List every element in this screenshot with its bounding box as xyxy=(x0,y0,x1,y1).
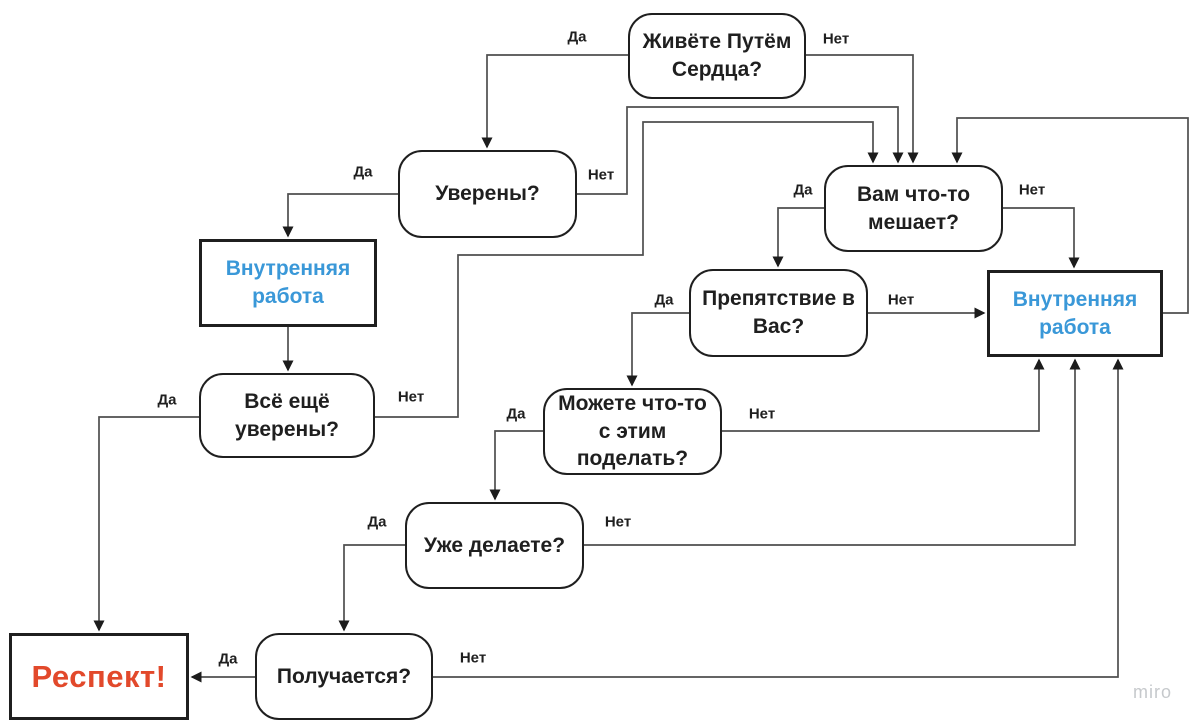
edge-can-do-yes xyxy=(489,430,543,501)
edge-label-can-do-no: Нет xyxy=(748,405,776,423)
edge-label-doing-yes: Да xyxy=(367,513,387,531)
edge-bothers-yes xyxy=(772,207,824,268)
node-sure: Уверены? xyxy=(398,150,577,238)
edge-label-still-sure-yes: Да xyxy=(157,391,177,409)
node-live-path-of-heart: Живёте Путём Сердца? xyxy=(628,13,806,99)
edge-label-live-yes: Да xyxy=(567,28,587,46)
edge-label-sure-no: Нет xyxy=(587,166,615,184)
edge-doing-no xyxy=(584,358,1081,546)
node-working-out: Получается? xyxy=(255,633,433,720)
edge-label-works-yes: Да xyxy=(218,650,238,668)
edge-label-works-no: Нет xyxy=(459,649,487,667)
edge-live-path-no xyxy=(806,54,919,164)
node-inner-work-right: Внутренняя работа xyxy=(987,270,1163,357)
node-inner-work-left: Внутренняя работа xyxy=(199,239,377,327)
edge-doing-yes xyxy=(338,544,405,632)
node-respect: Респект! xyxy=(9,633,189,720)
edge-sure-yes xyxy=(282,193,398,238)
edge-label-bothers-yes: Да xyxy=(793,181,813,199)
edge-label-can-do-yes: Да xyxy=(506,405,526,423)
edge-label-bothers-no: Нет xyxy=(1018,181,1046,199)
edge-still-sure-no xyxy=(375,121,879,418)
edge-label-doing-no: Нет xyxy=(604,513,632,531)
edge-obstacle-yes xyxy=(626,312,689,387)
node-something-bothers: Вам что-то мешает? xyxy=(824,165,1003,252)
edge-still-sure-yes xyxy=(93,416,199,632)
edge-live-path-yes xyxy=(481,54,628,149)
node-obstacle-in-you: Препятствие в Вас? xyxy=(689,269,868,357)
node-can-do-something: Можете что-то с этим поделать? xyxy=(543,388,722,475)
edge-works-no xyxy=(433,358,1124,678)
edge-bothers-no xyxy=(1003,207,1080,269)
miro-watermark: miro xyxy=(1133,682,1172,702)
edge-can-do-no xyxy=(722,358,1045,432)
edge-sure-no xyxy=(577,106,904,195)
node-still-sure: Всё ещё уверены? xyxy=(199,373,375,458)
edge-label-live-no: Нет xyxy=(822,30,850,48)
edge-loop-back xyxy=(951,117,1189,314)
node-already-doing: Уже делаете? xyxy=(405,502,584,589)
edge-label-obstacle-no: Нет xyxy=(887,291,915,309)
edge-label-still-sure-no: Нет xyxy=(397,388,425,406)
edge-label-obstacle-yes: Да xyxy=(654,291,674,309)
edge-label-sure-yes: Да xyxy=(353,163,373,181)
